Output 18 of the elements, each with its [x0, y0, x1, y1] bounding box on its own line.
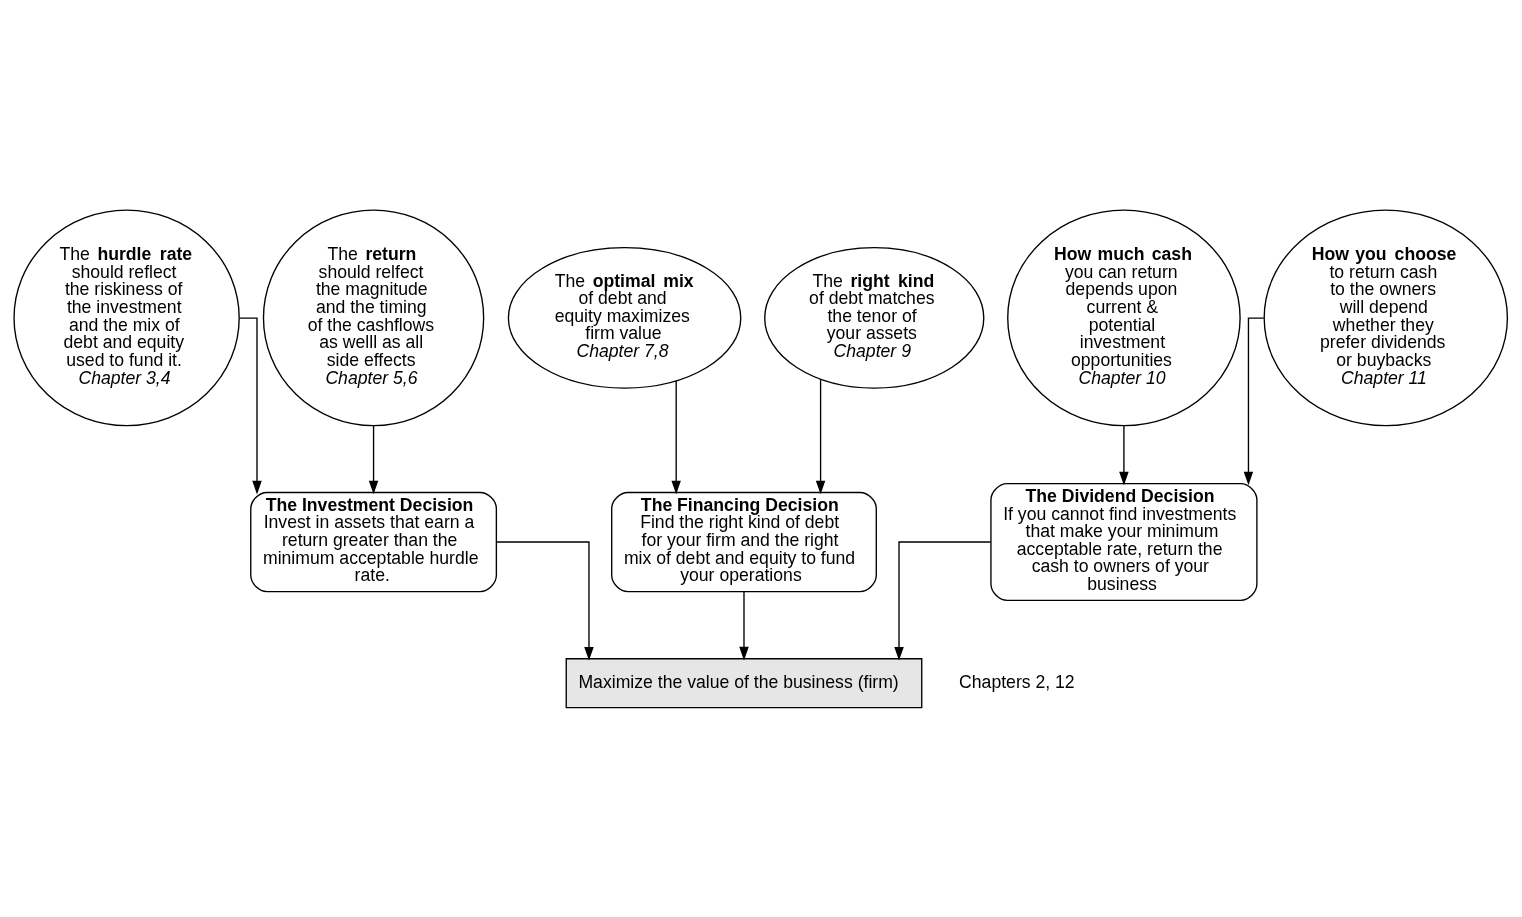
node-box: The Financing Decision Find the right kind of debt for your firm and the right mix of debt and equity to fund your operations: [611, 491, 877, 592]
arrow: [739, 590, 749, 660]
node-label: Chapters 2, 12: [959, 671, 1075, 692]
node-box: Maximize the value of the business (firm): [565, 657, 923, 708]
node-circle: The return should relfect the magnitude and the timing of the cashflows as welll as all side effects Chapter 5,6: [262, 209, 485, 426]
arrow: [671, 379, 681, 494]
node-circle: The hurdle rate should reflect the riskiness of the investment and the mix of debt and equity used to fund it. Chapter 3,4: [13, 209, 240, 426]
arrow: [495, 540, 594, 661]
node-ellipse: How you choose to return cash to the owners will depend whether they prefer dividends or buybacks Chapter 11: [1263, 209, 1509, 426]
arrow: [894, 540, 992, 661]
arrow: [368, 424, 379, 494]
arrow: [1119, 424, 1129, 485]
arrow: [815, 377, 826, 494]
node-ellipse: The optimal mix of debt and equity maximizes firm value Chapter 7,8: [507, 246, 742, 389]
node-box: The Dividend Decision If you cannot find investments that make your minimum acceptable rate, return the cash to owners of your business: [990, 482, 1258, 601]
node-ellipse: The right kind of debt matches the tenor of your assets Chapter 9: [764, 246, 985, 389]
node-circle: How much cash you can return depends upon current & potential investment opportunities Chapter 10: [1007, 209, 1241, 426]
node-box: The Investment Decision Invest in assets that earn a return greater than the minimum acceptable hurdle rate.: [250, 491, 498, 592]
